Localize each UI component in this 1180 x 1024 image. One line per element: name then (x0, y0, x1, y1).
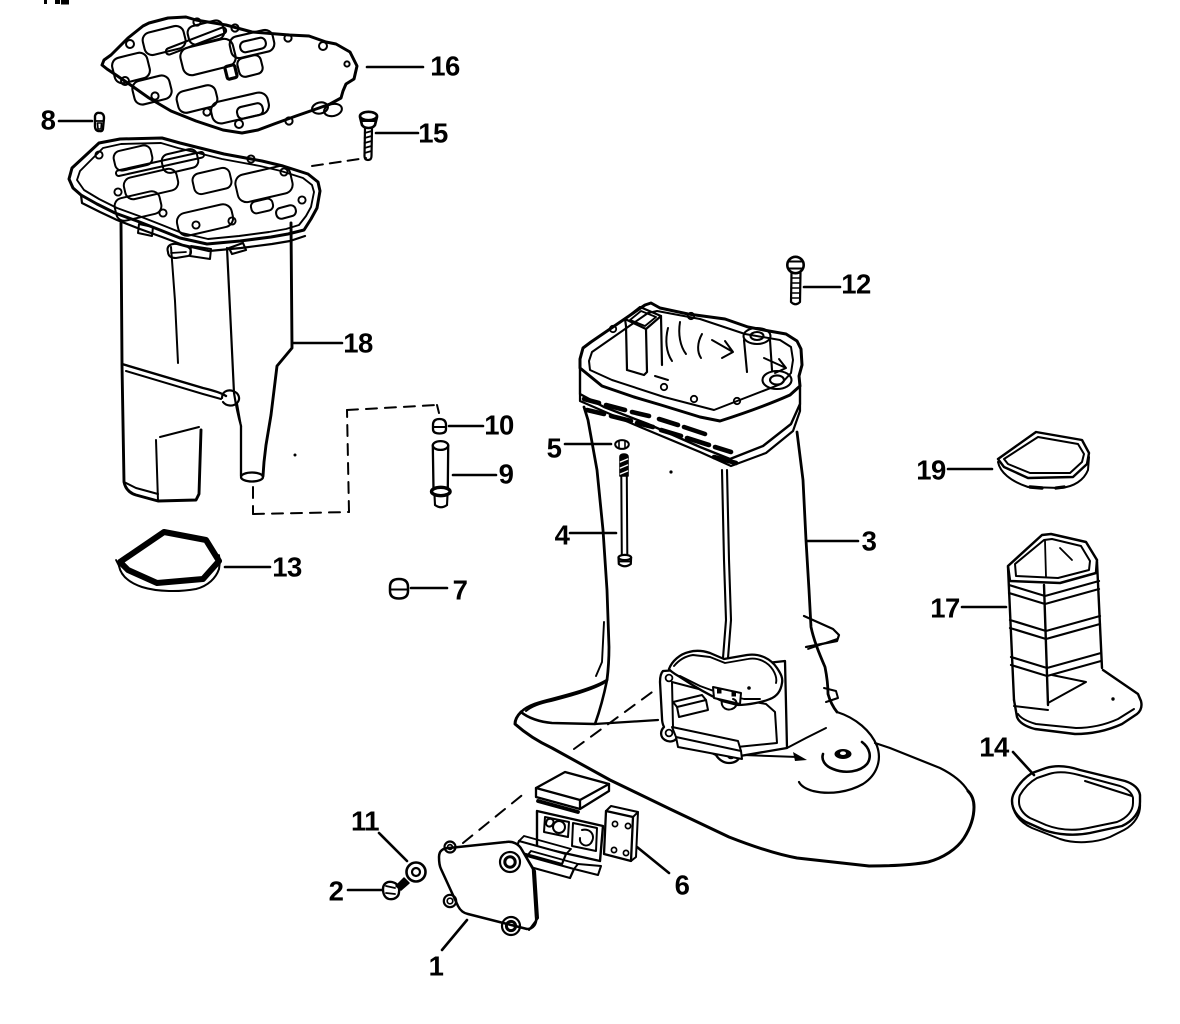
part-10-cap (431, 417, 448, 435)
callout-4: 4 (555, 520, 618, 551)
callout-label-2: 2 (329, 876, 344, 907)
part-7-plug (388, 577, 410, 600)
dashed-line-screw15-to-housing18 (311, 157, 367, 167)
part-19-seal (996, 430, 1091, 490)
callout-10: 10 (447, 410, 514, 441)
callout-leader-14 (1011, 750, 1036, 777)
callout-label-13: 13 (272, 552, 302, 583)
callout-leader-1 (440, 918, 469, 952)
callout-12: 12 (802, 269, 871, 300)
callout-8: 8 (41, 105, 94, 136)
callout-15: 15 (374, 118, 448, 149)
callout-leader-6 (635, 845, 671, 875)
callout-1: 1 (429, 918, 469, 982)
callout-label-15: 15 (418, 118, 448, 149)
callout-label-5: 5 (547, 433, 562, 464)
part-1-cover-plate (437, 840, 539, 937)
callout-3: 3 (805, 526, 877, 557)
dashed-locator-box (252, 404, 440, 515)
callout-label-7: 7 (453, 575, 468, 606)
callout-14: 14 (979, 732, 1036, 777)
part-3-housing (293, 301, 976, 868)
callout-leader-11 (377, 831, 409, 863)
callout-label-19: 19 (916, 455, 946, 486)
callout-18: 18 (291, 328, 373, 359)
callout-2: 2 (329, 876, 384, 907)
callout-19: 19 (916, 455, 994, 486)
part-11-washer (405, 861, 427, 883)
callout-13: 13 (223, 552, 302, 583)
callout-label-10: 10 (484, 410, 514, 441)
callout-6: 6 (635, 845, 690, 901)
part-17-tube (1006, 532, 1143, 736)
part-15-screw (358, 110, 379, 162)
callout-label-8: 8 (41, 105, 56, 136)
callout-label-17: 17 (930, 593, 960, 624)
callout-label-4: 4 (555, 520, 571, 551)
part-18-housing (67, 136, 322, 503)
dashed-line-plate1-to-base (462, 689, 656, 844)
part-14-seal (1010, 765, 1142, 844)
part-5-nut (614, 439, 630, 450)
part-13-seal (115, 529, 222, 593)
callout-5: 5 (547, 433, 613, 464)
page-corner-fragment (44, 0, 69, 5)
callout-label-1: 1 (429, 951, 444, 982)
callout-11: 11 (351, 806, 409, 863)
callout-label-3: 3 (862, 526, 877, 557)
part-8-pin (93, 111, 106, 133)
callout-label-9: 9 (499, 459, 514, 490)
callout-16: 16 (365, 51, 460, 82)
callout-9: 9 (451, 459, 514, 490)
part-2-screw (381, 877, 410, 901)
callout-label-16: 16 (430, 51, 460, 82)
callout-17: 17 (930, 593, 1008, 624)
part-4-stud (617, 453, 633, 568)
part-6-mount (513, 770, 639, 880)
callout-label-18: 18 (343, 328, 373, 359)
part-12-bolt (785, 255, 805, 306)
callout-label-11: 11 (351, 806, 379, 837)
part-9-sleeve (429, 439, 452, 509)
callout-7: 7 (409, 575, 468, 606)
part-16-gasket (100, 15, 359, 135)
callout-label-12: 12 (841, 269, 871, 300)
callout-label-14: 14 (979, 732, 1010, 763)
callout-label-6: 6 (675, 870, 690, 901)
